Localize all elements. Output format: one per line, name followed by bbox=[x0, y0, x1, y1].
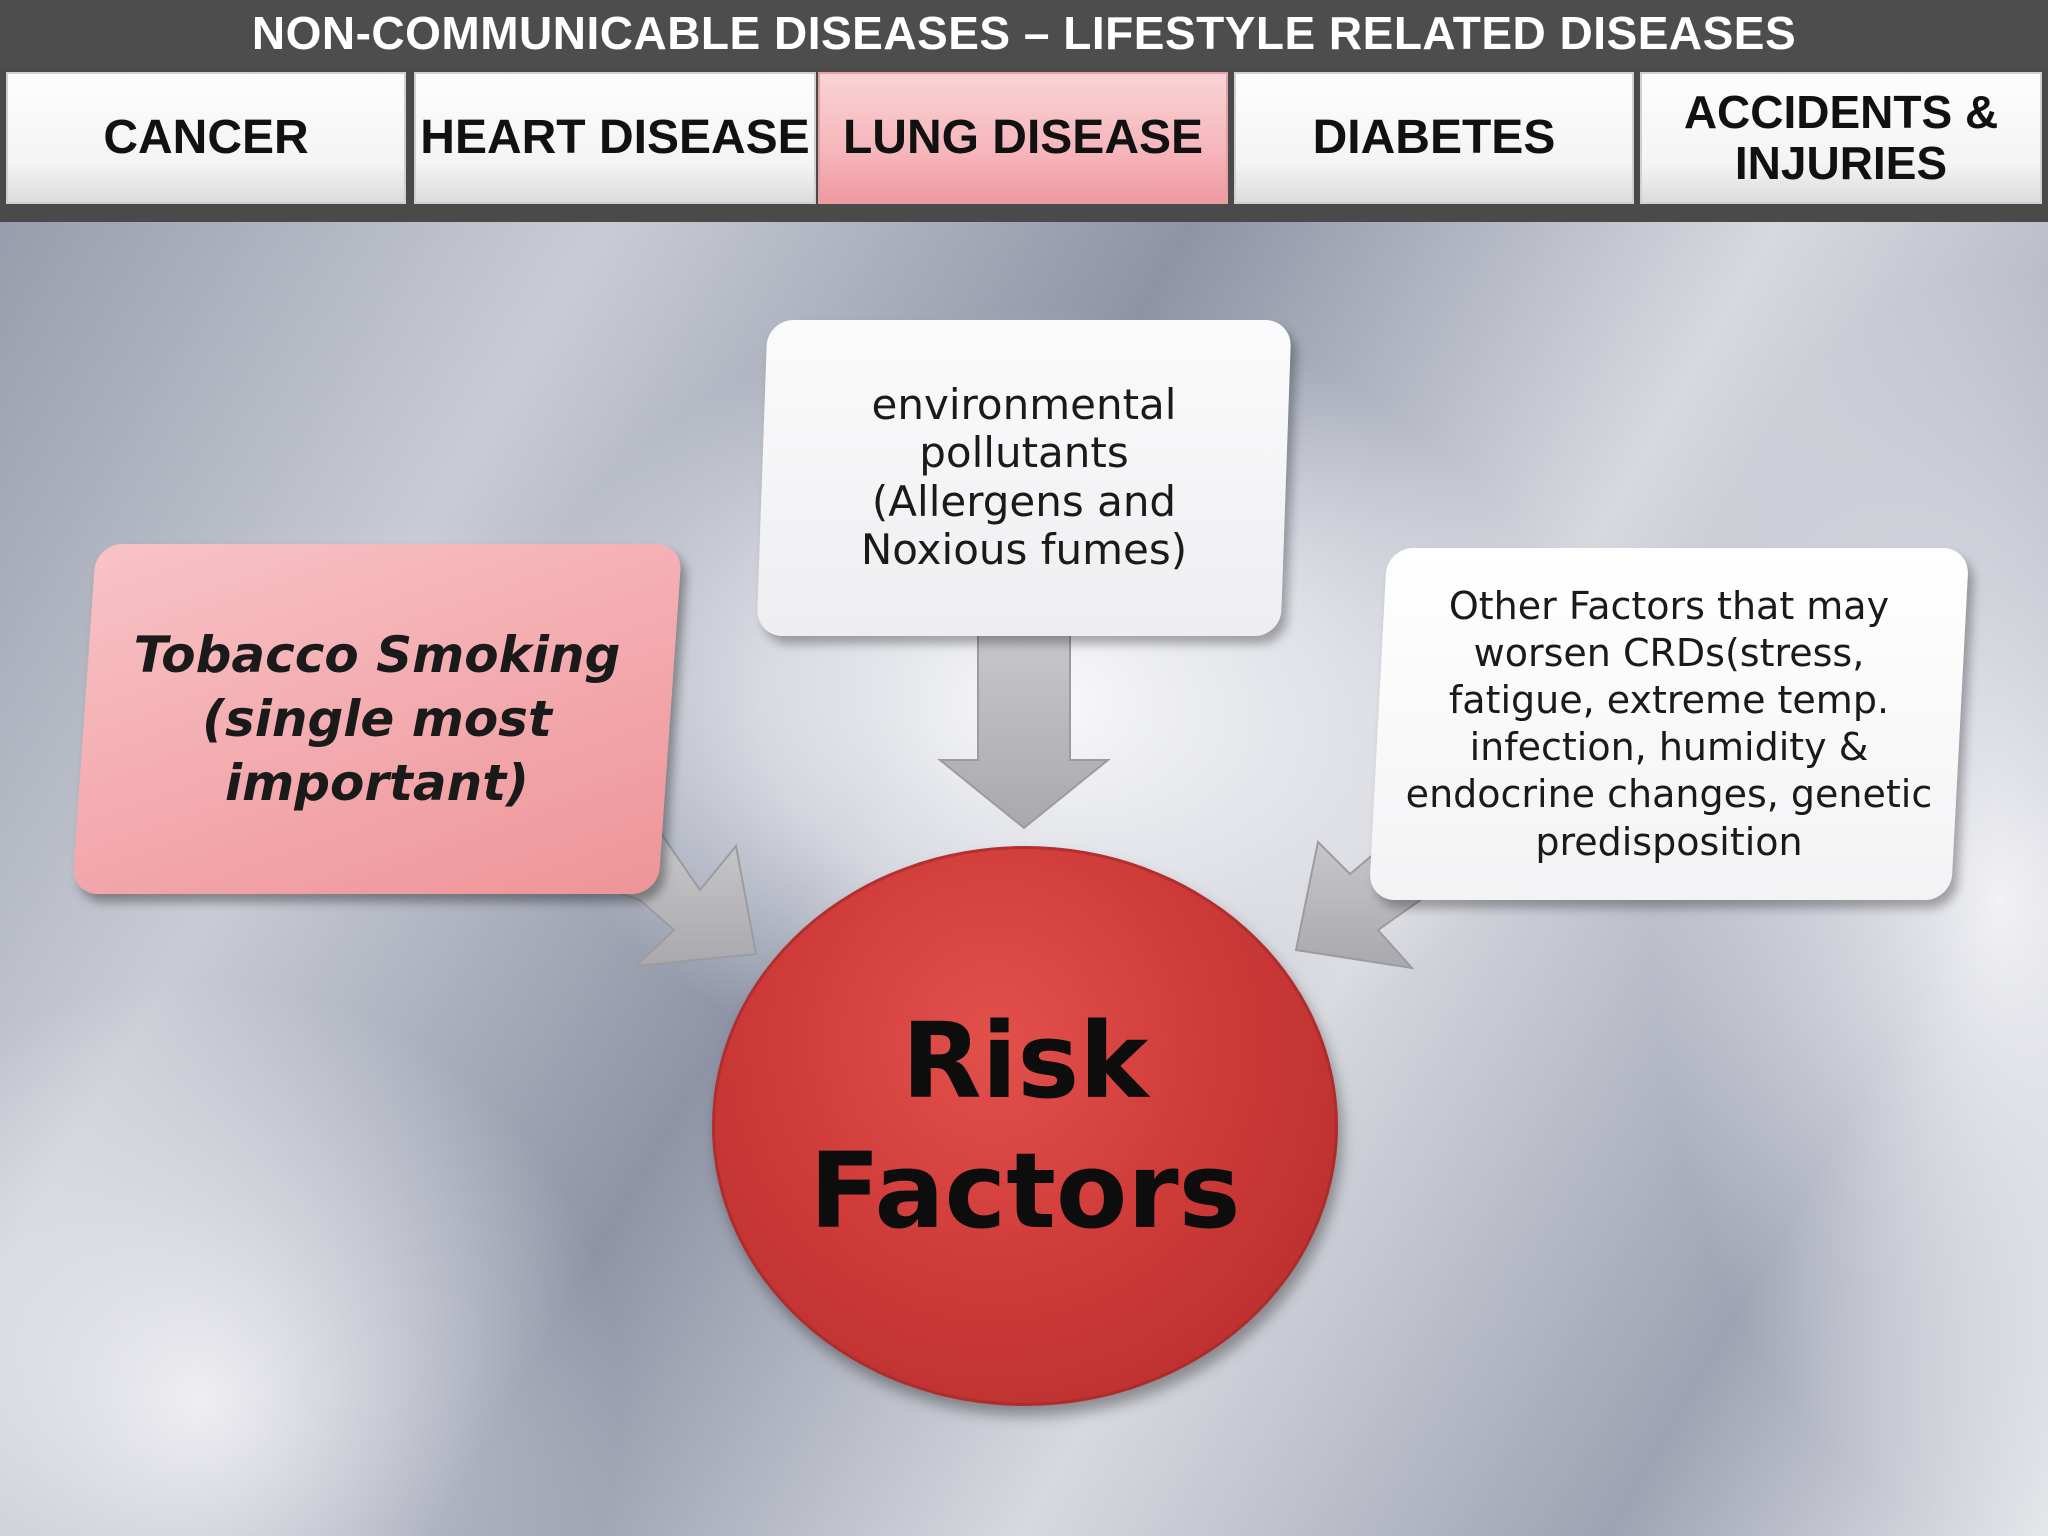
other-factors-text: Other Factors that may worsen CRDs(stres… bbox=[1405, 583, 1933, 864]
risk-factors-circle: Risk Factors bbox=[712, 846, 1338, 1406]
risk-factors-diagram: environmental pollutants (Allergens and … bbox=[0, 222, 2048, 1536]
title-bar: NON-COMMUNICABLE DISEASES – LIFESTYLE RE… bbox=[0, 0, 2048, 66]
tab-cancer[interactable]: CANCER bbox=[6, 72, 406, 204]
tab-label: HEART DISEASE bbox=[420, 110, 810, 164]
tab-accidents-injuries[interactable]: ACCIDENTS & INJURIES bbox=[1640, 72, 2042, 204]
arrow-environment bbox=[937, 623, 1111, 830]
tab-heart-disease[interactable]: HEART DISEASE bbox=[414, 72, 816, 204]
risk-factors-text: Risk Factors bbox=[809, 1000, 1241, 1252]
environmental-pollutants-text: environmental pollutants (Allergens and … bbox=[860, 380, 1188, 575]
tobacco-smoking-text: Tobacco Smoking (single most important) bbox=[133, 626, 621, 812]
tab-strip: CANCER HEART DISEASE LUNG DISEASE DIABET… bbox=[0, 66, 2048, 222]
tab-label: ACCIDENTS & INJURIES bbox=[1683, 86, 1999, 189]
tab-label: DIABETES bbox=[1312, 110, 1556, 164]
tobacco-smoking-box: Tobacco Smoking (single most important) bbox=[71, 544, 683, 894]
page-title: NON-COMMUNICABLE DISEASES – LIFESTYLE RE… bbox=[251, 7, 1797, 59]
environmental-pollutants-box: environmental pollutants (Allergens and … bbox=[756, 320, 1292, 636]
tab-lung-disease[interactable]: LUNG DISEASE bbox=[818, 72, 1228, 204]
tab-label: LUNG DISEASE bbox=[842, 110, 1204, 164]
tab-label: CANCER bbox=[103, 110, 309, 164]
other-factors-box: Other Factors that may worsen CRDs(stres… bbox=[1368, 548, 1970, 900]
tab-diabetes[interactable]: DIABETES bbox=[1234, 72, 1634, 204]
